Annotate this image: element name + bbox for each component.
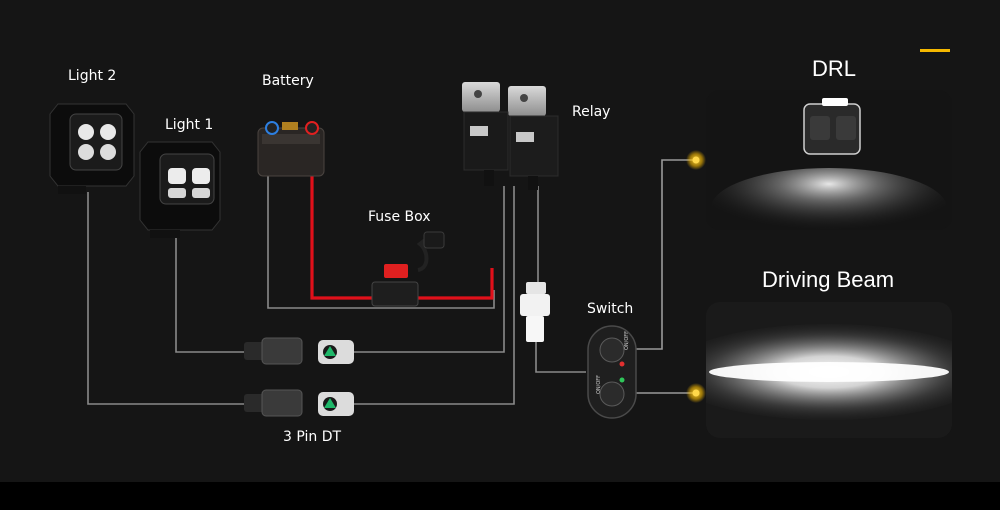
- drl-photo: [706, 90, 952, 230]
- red-indicator: [619, 361, 625, 367]
- drl-button[interactable]: [599, 337, 625, 363]
- accent-bar: [920, 49, 950, 52]
- wire-plug-switch: [535, 342, 586, 373]
- beam-button[interactable]: [599, 381, 625, 407]
- label-light-1: Light 1: [165, 117, 214, 133]
- dt-connector-upper: [244, 337, 354, 365]
- switch-panel: ON/OFF ON/OFF: [587, 325, 637, 419]
- label-light-2: Light 2: [68, 68, 117, 84]
- label-fuse-box: Fuse Box: [368, 209, 431, 225]
- wire-drl-lead: [634, 159, 694, 350]
- bottom-band: [0, 482, 1000, 510]
- driving-beam-photo-art: [706, 302, 952, 438]
- label-battery: Battery: [262, 73, 314, 89]
- driving-beam-photo: [706, 302, 952, 438]
- light-2: [49, 103, 135, 194]
- wire-light2-ground: [87, 192, 248, 405]
- wire-battery-ground: [267, 175, 495, 309]
- wire-light1-ground: [175, 232, 248, 353]
- drl-photo-art: [706, 90, 952, 230]
- light-1: [139, 141, 221, 238]
- battery: [257, 121, 325, 177]
- label-driving-beam: Driving Beam: [762, 267, 895, 292]
- switch-button-label-2: ON/OFF: [596, 375, 602, 394]
- wire-connector2-relay: [352, 186, 515, 405]
- wire-connector1-relay: [352, 186, 505, 353]
- dt-connector-lower: [244, 389, 354, 417]
- label-connector: 3 Pin DT: [283, 429, 342, 445]
- switch-button-label-1: ON/OFF: [624, 331, 630, 350]
- label-relay: Relay: [572, 104, 611, 120]
- inline-plug: [520, 282, 550, 342]
- fuse-box: [371, 231, 445, 307]
- relay: [462, 82, 559, 190]
- green-indicator: [619, 377, 625, 383]
- label-switch: Switch: [587, 301, 634, 317]
- label-drl: DRL: [812, 56, 857, 81]
- signal-wires: [87, 159, 694, 405]
